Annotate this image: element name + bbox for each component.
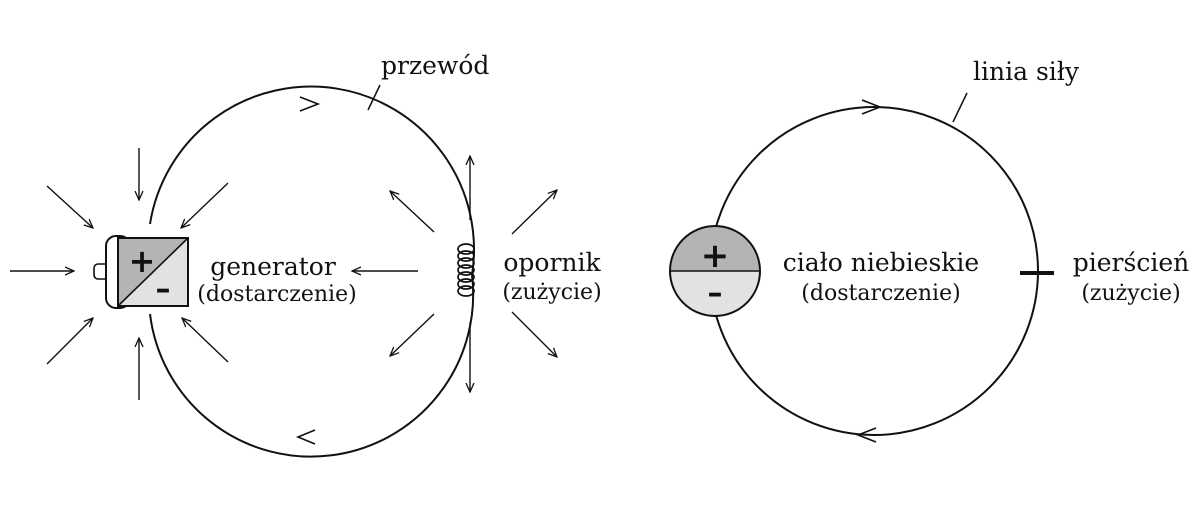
generator-sublabel: (dostarczenie): [197, 282, 356, 307]
inflow-arrow-bottom-left: [46, 318, 93, 365]
resistor-label: opornik: [503, 248, 601, 277]
field-line-label: linia siły: [973, 57, 1080, 86]
ring-sublabel: (zużycie): [1081, 281, 1180, 306]
inflow-arrow-lower-mid: [390, 313, 435, 356]
body-minus-sign: –: [708, 276, 723, 311]
celestial-body-icon: [669, 225, 761, 317]
celestial-body-sublabel: (dostarczenie): [801, 281, 960, 306]
field-arrow-bottom-icon: [855, 427, 877, 443]
wire-lower-arc: [149, 274, 475, 458]
inflow-arrow-bottom-right: [182, 318, 229, 363]
wire-upper-arc: [149, 85, 475, 276]
generator-battery-icon: [93, 235, 189, 309]
outflow-arrow-up-right: [511, 190, 557, 235]
generator-label: generator: [210, 252, 336, 281]
celestial-diagram: linia siły + – ciało niebieskie (dostarc…: [669, 57, 1189, 443]
field-arrow-top-icon: [861, 99, 883, 115]
resistor-sublabel: (zużycie): [502, 280, 601, 305]
inflow-arrow-top-left: [46, 185, 93, 228]
wire-arrow-bottom-icon: [295, 429, 316, 445]
wire-arrow-top-icon: [299, 96, 321, 112]
celestial-body-label: ciało niebieskie: [783, 248, 979, 277]
generator-minus-sign: –: [156, 272, 171, 307]
body-plus-sign: +: [701, 236, 730, 276]
inflow-arrow-top-right: [181, 182, 229, 228]
resistor-coil-icon: [457, 243, 475, 297]
inflow-arrow-upper-mid: [390, 191, 435, 233]
wire-label-leader: [367, 84, 381, 111]
circuit-diagram: przewód + – generator (dostarczenie): [10, 51, 602, 458]
outflow-arrow-down-right: [511, 311, 557, 357]
field-line-label-leader: [952, 92, 968, 123]
wire-label: przewód: [381, 51, 489, 80]
generator-plus-sign: +: [129, 242, 156, 280]
ring-label: pierścień: [1073, 248, 1189, 277]
